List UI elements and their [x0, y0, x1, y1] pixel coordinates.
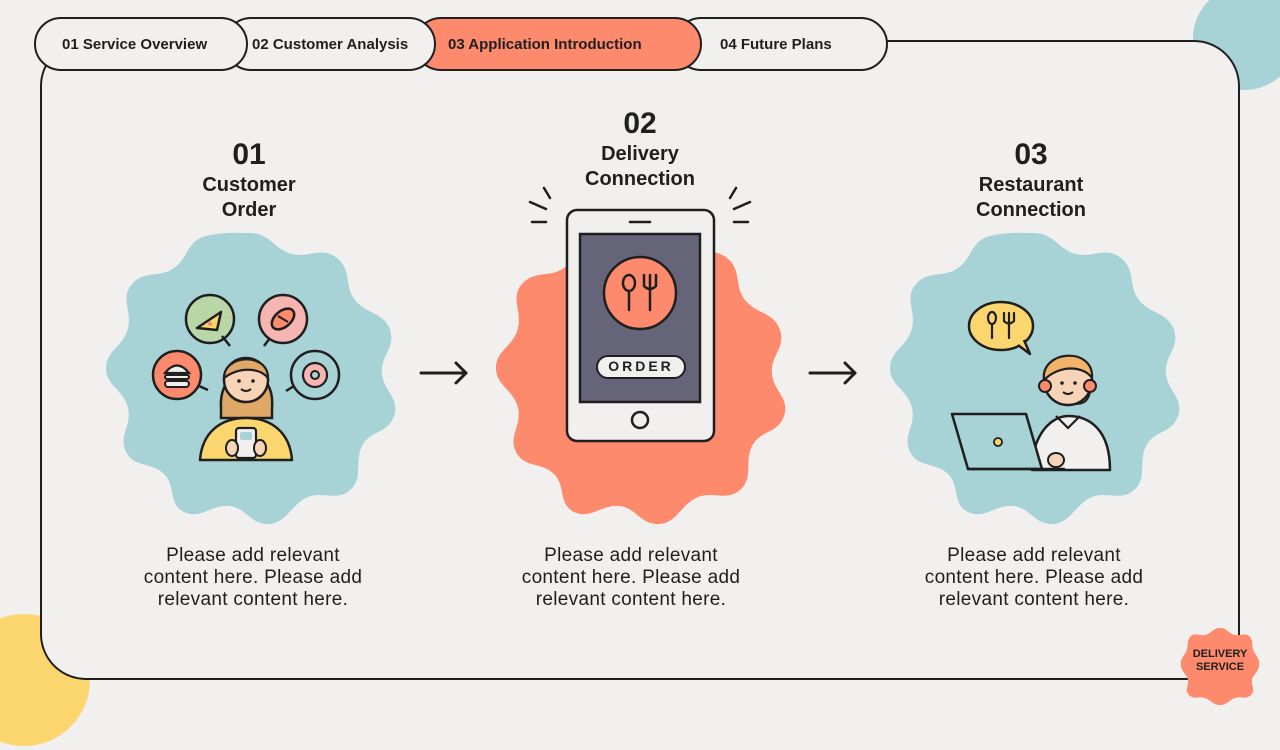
tab-future-plans[interactable]: 04 Future Plans	[674, 17, 888, 71]
tab-label: 04 Future Plans	[720, 35, 832, 53]
arrow-right-icon	[419, 361, 468, 385]
step-description-line: Please add relevant	[544, 545, 718, 566]
laptop-icon	[950, 412, 1066, 471]
step-description-line: content here. Please add	[143, 567, 363, 588]
donut-icon	[285, 349, 341, 401]
pizza-icon	[184, 293, 236, 347]
tab-label: 02 Customer Analysis	[252, 35, 409, 53]
step-title-line: Restaurant	[978, 174, 1084, 196]
delivery-connection-illustration	[496, 186, 786, 524]
badge-line: SERVICE	[1195, 661, 1245, 673]
step-description-line: Please add relevant	[947, 545, 1121, 566]
ringing-lines	[528, 186, 752, 224]
badge-line: DELIVERY	[1192, 648, 1248, 660]
tab-label: 03 Application Introduction	[448, 35, 642, 53]
step-number: 01	[232, 138, 266, 171]
tab-customer-analysis[interactable]: 02 Customer Analysis	[224, 17, 436, 71]
badge-label: DELIVERY SERVICE	[1180, 648, 1260, 674]
arrow-right-icon	[808, 361, 857, 385]
order-button-label: ORDER	[608, 358, 674, 374]
order-button[interactable]: ORDER	[596, 355, 686, 379]
restaurant-icon	[602, 255, 678, 331]
hotdog-icon	[257, 293, 309, 347]
step-description-line: relevant content here.	[938, 589, 1130, 610]
step-title-line: Connection	[976, 199, 1086, 221]
tab-service-overview[interactable]: 01 Service Overview	[34, 17, 248, 71]
tab-application-introduction[interactable]: 03 Application Introduction	[414, 17, 702, 71]
step-number: 02	[623, 107, 657, 140]
scalloped-badge-shape	[890, 232, 1180, 524]
speech-bubble-icon	[967, 300, 1035, 356]
step-description-line: content here. Please add	[521, 567, 741, 588]
burger-icon	[151, 349, 209, 401]
step-number: 03	[1014, 138, 1048, 171]
step-title-line: Customer	[202, 174, 296, 196]
step-description-line: content here. Please add	[924, 567, 1144, 588]
step-description-line: Please add relevant	[166, 545, 340, 566]
step-title-line: Order	[221, 199, 277, 221]
step-title-line: Delivery	[601, 143, 679, 165]
smartphone-icon	[565, 208, 716, 443]
tab-label: 01 Service Overview	[62, 35, 208, 53]
customer-person-icon	[198, 356, 294, 462]
restaurant-connection-illustration	[890, 232, 1180, 524]
section-tabs: 04 Future Plans 03 Application Introduct…	[34, 17, 888, 71]
step-description-line: relevant content here.	[535, 589, 727, 610]
customer-order-illustration	[106, 232, 396, 524]
operator-person-icon	[1030, 354, 1112, 472]
step-title-line: Connection	[585, 168, 695, 190]
step-description-line: relevant content here.	[157, 589, 349, 610]
delivery-service-badge	[1180, 628, 1260, 705]
